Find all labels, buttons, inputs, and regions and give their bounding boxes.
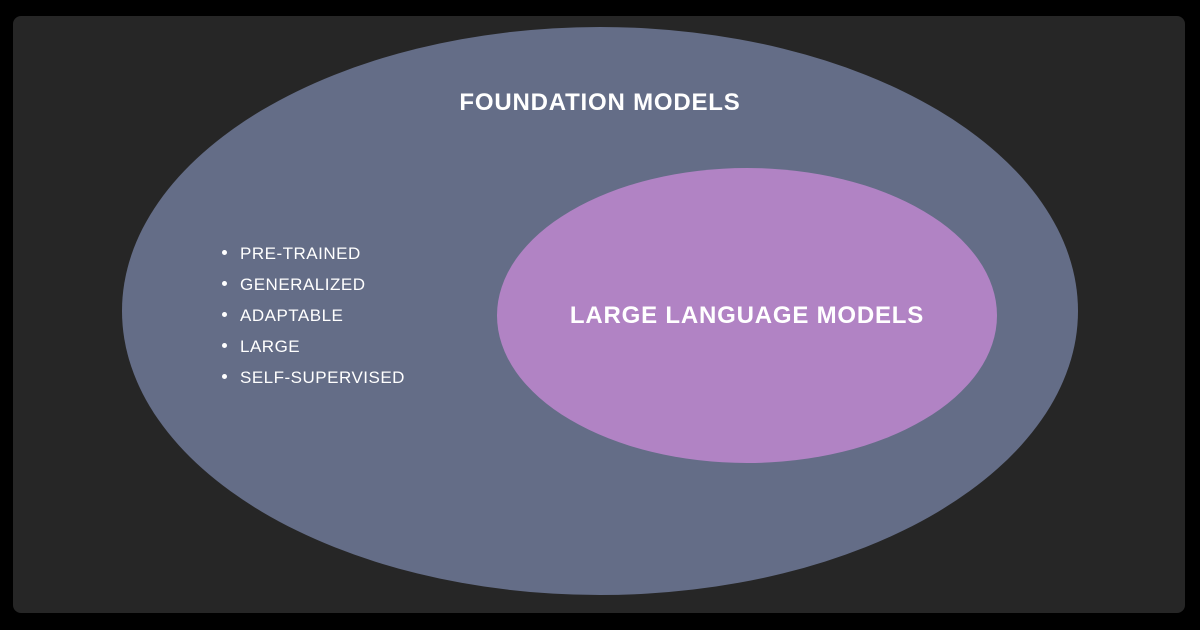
feature-label: LARGE [240, 336, 301, 356]
feature-label: PRE-TRAINED [240, 243, 361, 263]
list-item: PRE-TRAINED [222, 238, 405, 269]
large-language-models-ellipse: LARGE LANGUAGE MODELS [497, 168, 997, 463]
foundation-feature-list: PRE-TRAINED GENERALIZED ADAPTABLE LARGE … [222, 238, 405, 393]
diagram-panel: FOUNDATION MODELS PRE-TRAINED GENERALIZE… [13, 16, 1185, 613]
list-item: ADAPTABLE [222, 300, 405, 331]
list-item: GENERALIZED [222, 269, 405, 300]
bullet-icon [222, 250, 227, 255]
feature-label: GENERALIZED [240, 274, 366, 294]
bullet-icon [222, 281, 227, 286]
feature-label: SELF-SUPERVISED [240, 367, 405, 387]
feature-label: ADAPTABLE [240, 305, 344, 325]
large-language-models-label: LARGE LANGUAGE MODELS [569, 301, 925, 329]
list-item: LARGE [222, 331, 405, 362]
foundation-models-label: FOUNDATION MODELS [459, 89, 741, 116]
bullet-icon [222, 374, 227, 379]
list-item: SELF-SUPERVISED [222, 362, 405, 393]
bullet-icon [222, 343, 227, 348]
bullet-icon [222, 312, 227, 317]
